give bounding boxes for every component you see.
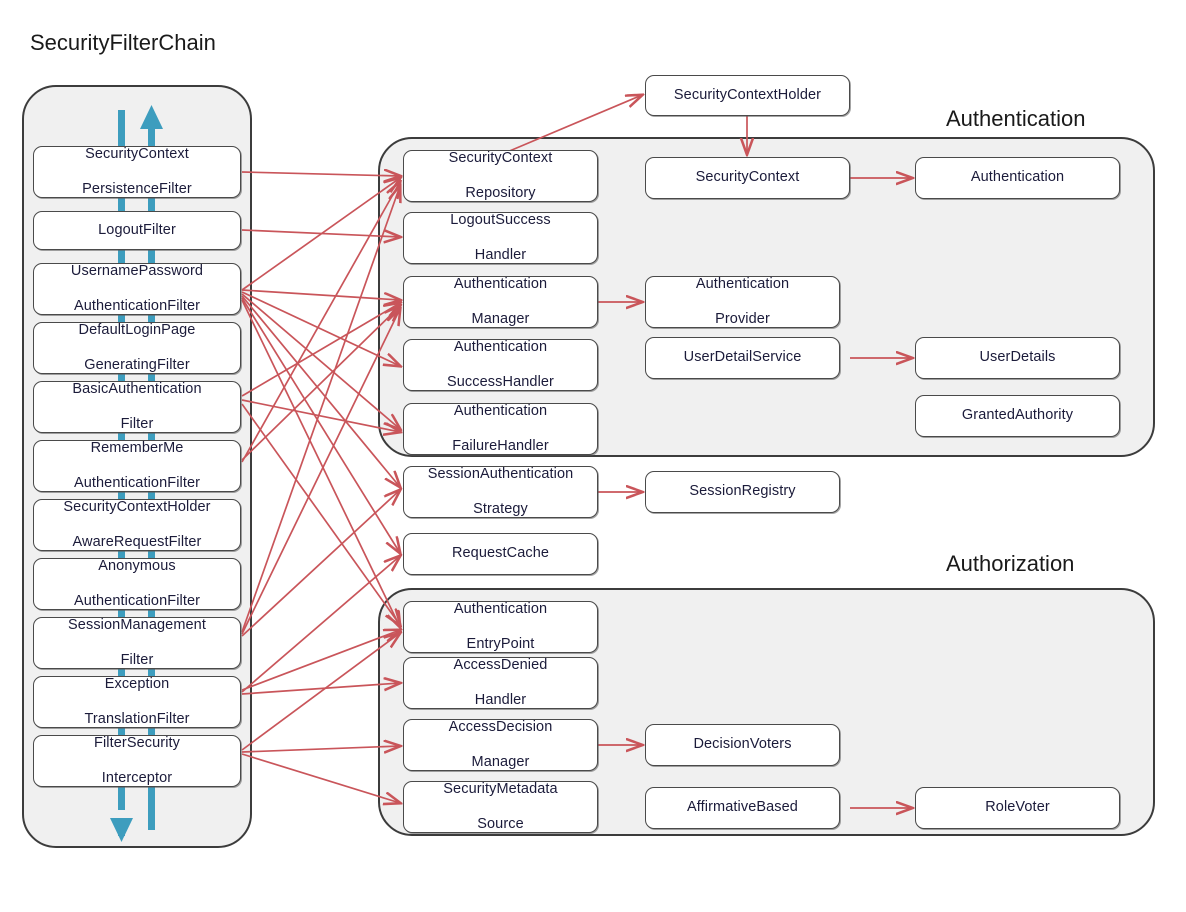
filter-basic-authentication-filter[interactable]: BasicAuthentication Filter: [33, 381, 241, 433]
node-line1: DecisionVoters: [693, 736, 792, 753]
node-session-authentication-strategy[interactable]: SessionAuthentication Strategy: [403, 466, 598, 518]
filter-remember-me-authentication-filter[interactable]: RememberMe AuthenticationFilter: [33, 440, 241, 492]
node-line1: GrantedAuthority: [961, 407, 1074, 424]
node-line1: SessionRegistry: [689, 483, 796, 500]
node-authentication-provider[interactable]: Authentication Provider: [645, 276, 840, 328]
node-security-context-repository[interactable]: SecurityContext Repository: [403, 150, 598, 202]
node-line2: AwareRequestFilter: [72, 533, 202, 550]
filter-filter-security-interceptor[interactable]: FilterSecurity Interceptor: [33, 735, 241, 787]
node-line2: Filter: [120, 651, 154, 668]
node-line2: Repository: [465, 184, 536, 201]
node-request-cache[interactable]: RequestCache: [403, 533, 598, 575]
filter-anonymous-authentication-filter[interactable]: Anonymous AuthenticationFilter: [33, 558, 241, 610]
node-line1: Authentication: [453, 601, 548, 618]
node-line2: GeneratingFilter: [84, 356, 190, 373]
node-authentication-manager[interactable]: Authentication Manager: [403, 276, 598, 328]
node-line1: RoleVoter: [985, 799, 1050, 816]
node-line1: RequestCache: [451, 545, 550, 562]
authentication-panel-title: Authentication: [946, 106, 1086, 131]
node-security-metadata-source[interactable]: SecurityMetadata Source: [403, 781, 598, 833]
node-line1: AccessDenied: [453, 657, 548, 674]
filter-username-password-authentication-filter[interactable]: UsernamePassword AuthenticationFilter: [33, 263, 241, 315]
node-line2: Strategy: [473, 500, 528, 517]
node-authentication[interactable]: Authentication: [915, 157, 1120, 199]
node-line1: Authentication: [970, 169, 1065, 186]
filter-default-login-page-generating-filter[interactable]: DefaultLoginPage GeneratingFilter: [33, 322, 241, 374]
node-line1: DefaultLoginPage: [78, 322, 196, 339]
node-line1: LogoutSuccess: [450, 212, 551, 229]
node-line2: SuccessHandler: [447, 373, 554, 390]
node-line1: SessionAuthentication: [427, 466, 574, 483]
node-line2: Provider: [715, 310, 770, 327]
node-granted-authority[interactable]: GrantedAuthority: [915, 395, 1120, 437]
filter-exception-translation-filter[interactable]: Exception TranslationFilter: [33, 676, 241, 728]
node-line1: UserDetailService: [683, 349, 802, 366]
node-line1: Exception: [104, 676, 170, 693]
node-line1: AccessDecision: [448, 719, 553, 736]
node-line2: EntryPoint: [466, 635, 535, 652]
node-line2: AuthenticationFilter: [73, 474, 201, 491]
node-line2: Source: [477, 815, 524, 832]
node-line1: Authentication: [453, 276, 548, 293]
node-logout-success-handler[interactable]: LogoutSuccess Handler: [403, 212, 598, 264]
authorization-panel-title: Authorization: [946, 551, 1075, 576]
node-authentication-failure-handler[interactable]: Authentication FailureHandler: [403, 403, 598, 455]
node-line2: Handler: [474, 691, 527, 708]
node-line1: Anonymous: [98, 558, 176, 575]
node-line2: Filter: [120, 415, 154, 432]
node-user-details[interactable]: UserDetails: [915, 337, 1120, 379]
node-line1: SecurityContext: [85, 146, 189, 163]
filter-security-context-persistence-filter[interactable]: SecurityContext PersistenceFilter: [33, 146, 241, 198]
node-line1: SecurityMetadata: [443, 781, 558, 798]
node-line2: AuthenticationFilter: [73, 297, 201, 314]
node-line1: SecurityContext: [448, 150, 553, 167]
node-line1: FilterSecurity: [94, 735, 180, 752]
node-access-decision-manager[interactable]: AccessDecision Manager: [403, 719, 598, 771]
node-line2: Interceptor: [101, 769, 173, 786]
node-session-registry[interactable]: SessionRegistry: [645, 471, 840, 513]
node-line1: AffirmativeBased: [687, 799, 798, 816]
node-authentication-success-handler[interactable]: Authentication SuccessHandler: [403, 339, 598, 391]
chain-title: SecurityFilterChain: [30, 30, 216, 55]
filter-logout-filter[interactable]: LogoutFilter: [33, 211, 241, 250]
node-line1: BasicAuthentication: [72, 381, 202, 398]
node-access-denied-handler[interactable]: AccessDenied Handler: [403, 657, 598, 709]
node-authentication-entry-point[interactable]: Authentication EntryPoint: [403, 601, 598, 653]
node-security-context-holder[interactable]: SecurityContextHolder: [645, 75, 850, 116]
node-line1: Authentication: [453, 403, 548, 420]
node-line2: TranslationFilter: [84, 710, 190, 727]
node-line1: Authentication: [695, 276, 790, 293]
node-role-voter[interactable]: RoleVoter: [915, 787, 1120, 829]
node-line1: RememberMe: [90, 440, 184, 457]
node-line1: SecurityContext: [695, 169, 800, 186]
node-line1: LogoutFilter: [98, 221, 176, 238]
node-line1: SecurityContextHolder: [673, 86, 822, 103]
filter-session-management-filter[interactable]: SessionManagement Filter: [33, 617, 241, 669]
node-line1: SessionManagement: [68, 617, 206, 634]
node-line1: UsernamePassword: [70, 263, 204, 280]
node-user-detail-service[interactable]: UserDetailService: [645, 337, 840, 379]
node-line2: PersistenceFilter: [82, 180, 192, 197]
node-decision-voters[interactable]: DecisionVoters: [645, 724, 840, 766]
node-line2: Handler: [474, 246, 527, 263]
node-line2: FailureHandler: [452, 437, 549, 454]
node-line1: Authentication: [453, 339, 548, 356]
node-line2: Manager: [471, 753, 530, 770]
node-line2: AuthenticationFilter: [73, 592, 201, 609]
node-security-context[interactable]: SecurityContext: [645, 157, 850, 199]
node-affirmative-based[interactable]: AffirmativeBased: [645, 787, 840, 829]
filter-security-context-holder-aware-request-filter[interactable]: SecurityContextHolder AwareRequestFilter: [33, 499, 241, 551]
node-line1: SecurityContextHolder: [63, 499, 211, 516]
node-line1: UserDetails: [979, 349, 1056, 366]
node-line2: Manager: [471, 310, 530, 327]
